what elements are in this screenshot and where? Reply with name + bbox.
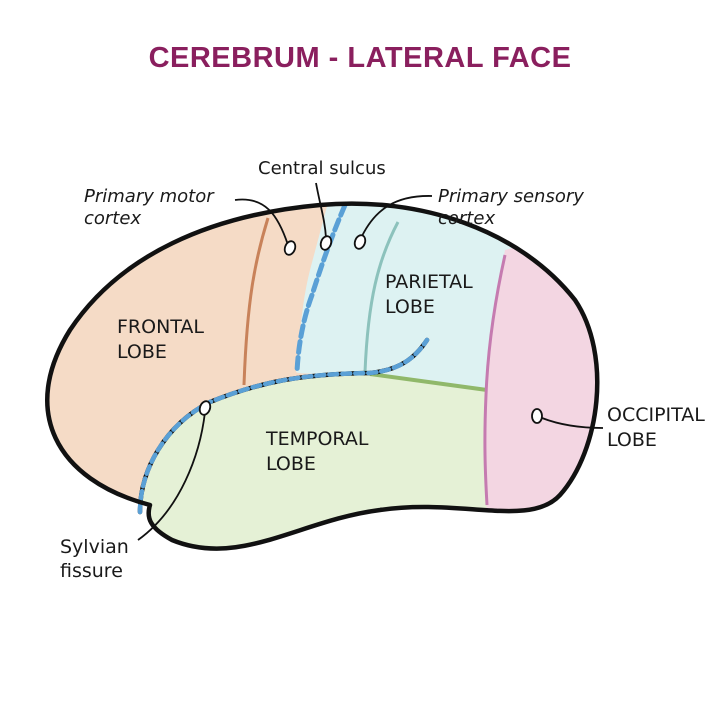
parietal-temporal-boundary <box>369 372 488 392</box>
parietal-lobe-label: PARIETAL LOBE <box>385 271 473 318</box>
primary-sensory-cortex-label: Primary sensory cortex <box>438 186 584 229</box>
motor-cortex-line <box>242 217 270 386</box>
motor-leader-line <box>234 198 289 246</box>
sensory-cortex-line <box>363 221 400 373</box>
temporal-lobe-label: TEMPORAL LOBE <box>266 428 369 475</box>
sylvian-marker <box>198 400 212 416</box>
occipital-leader-line <box>541 417 604 429</box>
central-sulcus-label: Central sulcus <box>258 158 386 179</box>
motor-marker <box>283 240 297 256</box>
primary-motor-cortex-label: Primary motor cortex <box>84 186 214 229</box>
occipital-marker <box>531 408 543 424</box>
sylvian-fissure-line <box>137 337 430 515</box>
cerebrum-outline <box>45 201 600 551</box>
occipital-boundary-line <box>483 254 507 506</box>
parietal-lobe-region <box>296 203 598 390</box>
sylvian-leader-line <box>137 411 206 541</box>
central-leader-line <box>315 182 327 239</box>
frontal-lobe-label: FRONTAL LOBE <box>117 316 205 363</box>
occipital-lobe-label: OCCIPITAL LOBE <box>607 404 705 451</box>
central-sulcus-line <box>294 202 348 375</box>
sensory-marker <box>353 234 367 250</box>
sensory-leader-line <box>361 195 433 237</box>
diagram-title: CEREBRUM - LATERAL FACE <box>148 42 572 74</box>
central-marker <box>319 235 333 251</box>
sylvian-fissure-label: Sylvian fissure <box>60 536 129 582</box>
occipital-lobe-region <box>484 203 598 520</box>
